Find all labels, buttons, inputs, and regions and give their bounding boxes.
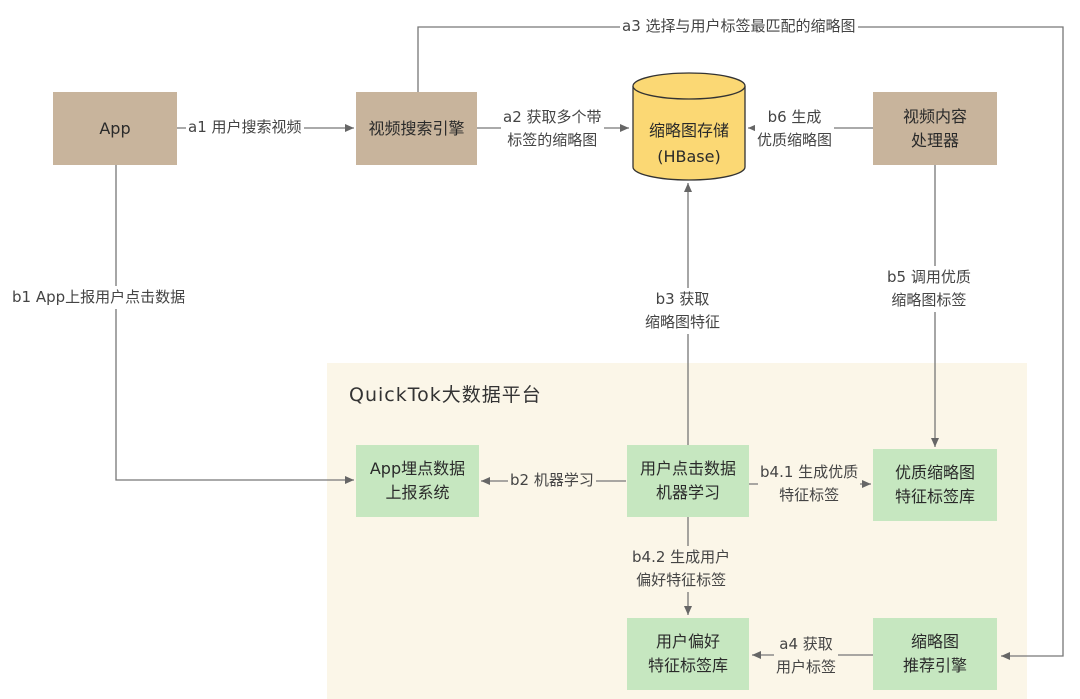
click-ml-node[interactable]: 用户点击数据 机器学习 — [627, 445, 749, 517]
edge-label-b4-1: b4.1 生成优质 特征标签 — [758, 461, 861, 507]
storage-node-label[interactable]: 缩略图存储 (HBase) — [648, 121, 729, 166]
storage-cylinder — [632, 72, 746, 181]
edge-label-a4: a4 获取 用户标签 — [774, 633, 839, 679]
platform-title: QuickTok大数据平台 — [349, 384, 542, 406]
edge-label-a1: a1 用户搜索视频 — [186, 116, 304, 139]
search-engine-node[interactable]: 视频搜索引擎 — [356, 92, 477, 165]
video-processor-node[interactable]: 视频内容 处理器 — [873, 92, 997, 165]
edge-label-b4-2: b4.2 生成用户 偏好特征标签 — [630, 546, 733, 592]
edge-a3 — [417, 26, 1064, 660]
edge-label-b6: b6 生成 优质缩略图 — [755, 106, 835, 152]
pref-tag-lib-node[interactable]: 用户偏好 特征标签库 — [627, 618, 749, 690]
edge-label-b3: b3 获取 缩略图特征 — [643, 288, 723, 334]
quality-tag-lib-node[interactable]: 优质缩略图 特征标签库 — [873, 449, 997, 521]
recommend-engine-node[interactable]: 缩略图 推荐引擎 — [873, 618, 997, 690]
edge-label-b1: b1 App上报用户点击数据 — [10, 286, 188, 309]
edge-label-a3: a3 选择与用户标签最匹配的缩略图 — [620, 15, 858, 38]
edge-label-b5: b5 调用优质 缩略图标签 — [885, 266, 973, 312]
app-node[interactable]: App — [53, 92, 177, 165]
edge-label-a2: a2 获取多个带 标签的缩略图 — [501, 106, 604, 152]
edge-b1 — [115, 165, 354, 484]
edge-label-b2: b2 机器学习 — [508, 469, 596, 492]
report-system-node[interactable]: App埋点数据 上报系统 — [356, 445, 479, 517]
